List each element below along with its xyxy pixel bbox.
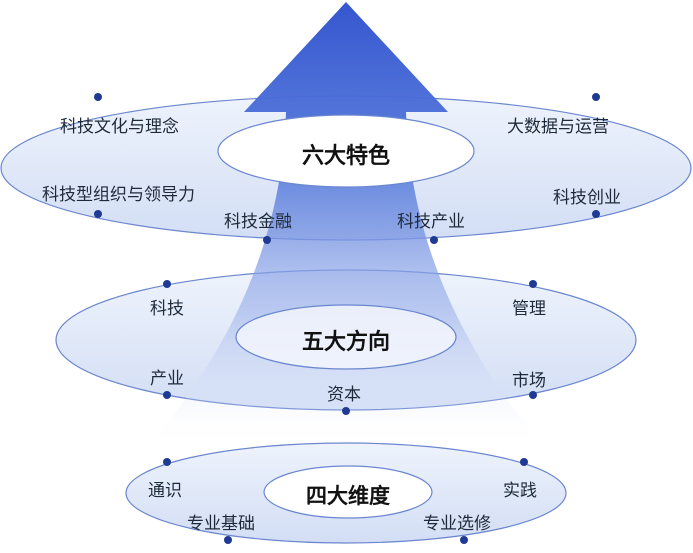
dot [94,210,102,218]
dot [592,210,600,218]
dot [163,458,171,466]
tier1-center [217,114,475,188]
tier1-item: 科技型组织与领导力 [42,185,195,205]
tier1-item: 科技产业 [397,212,465,232]
dot [430,236,438,244]
dot [520,458,528,466]
tier3-item: 专业选修 [423,514,491,534]
tier3-title: 四大维度 [306,483,390,508]
tier2-center [235,304,457,370]
tier3-item: 实践 [503,481,537,501]
dot [224,536,232,544]
tier2-item: 管理 [512,299,546,319]
dot [529,391,537,399]
tier2-title: 五大方向 [301,329,390,355]
dot [263,236,271,244]
tier1-title: 六大特色 [301,143,390,169]
dot [529,280,537,288]
dot [460,536,468,544]
tier1-item: 科技文化与理念 [60,117,179,137]
tier1-item: 科技创业 [553,188,621,208]
tier1-item: 科技金融 [224,212,292,232]
tier2-item: 科技 [150,299,184,319]
tier2-item: 市场 [512,371,546,391]
tier3-center [263,465,433,519]
dot [163,391,171,399]
tier1-item: 大数据与运营 [507,117,609,137]
tier2-item: 资本 [327,385,361,405]
tier3-item: 专业基础 [187,514,255,534]
dots [94,93,600,544]
tier2-item: 产业 [150,369,184,389]
dot [592,93,600,101]
dot [94,93,102,101]
dot [163,280,171,288]
dot [342,407,350,415]
tier3-item: 通识 [148,481,182,501]
